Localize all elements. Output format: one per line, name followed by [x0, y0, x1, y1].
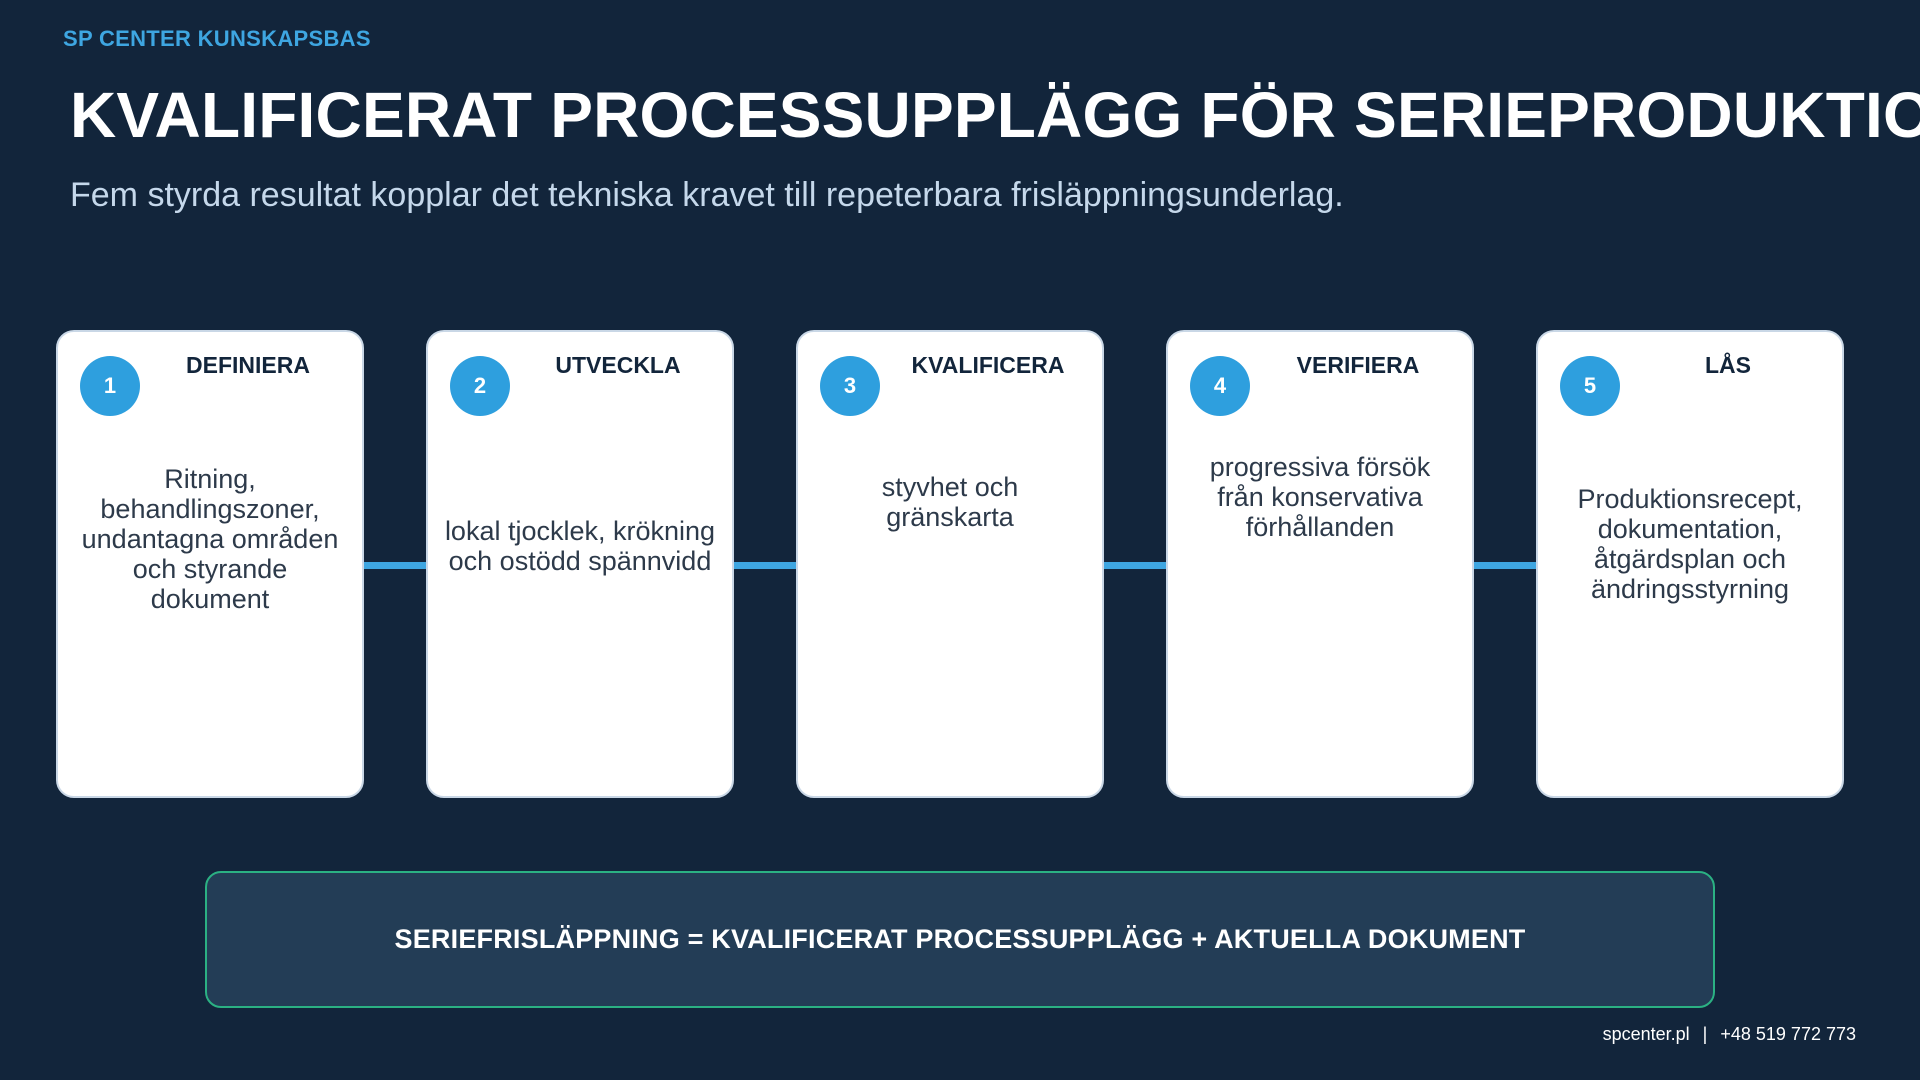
- step-title: KVALIFICERA: [911, 352, 1065, 378]
- step-description: Ritning, behandlingszoner, undantagna om…: [68, 464, 352, 614]
- contact-info: spcenter.pl | +48 519 772 773: [1603, 1024, 1856, 1045]
- step-description-line: styvhet och: [881, 472, 1019, 502]
- step-description-line: undantagna områden: [81, 524, 339, 554]
- step-title: LÅS: [1705, 352, 1751, 378]
- step-card-2: 2 UTVECKLA lokal tjocklek, krökning och …: [426, 330, 734, 798]
- step-card-5: 5 LÅS Produktionsrecept, dokumentation, …: [1536, 330, 1844, 798]
- step-description-line: och ostödd spännvidd: [448, 546, 712, 576]
- step-number-badge: 2: [450, 356, 510, 416]
- step-description-line: progressiva försök: [1209, 452, 1431, 482]
- step-description-line: dokumentation,: [1597, 514, 1783, 544]
- step-number-badge: 3: [820, 356, 880, 416]
- step-description-line: ändringsstyrning: [1590, 574, 1790, 604]
- step-description-line: dokument: [150, 584, 270, 614]
- step-description: progressiva försök från konservativa för…: [1178, 452, 1462, 542]
- step-card-4: 4 VERIFIERA progressiva försök från kons…: [1166, 330, 1474, 798]
- step-description-line: gränskarta: [886, 502, 1014, 532]
- step-description: lokal tjocklek, krökning och ostödd spän…: [438, 516, 722, 576]
- step-description-line: åtgärdsplan och: [1593, 544, 1787, 574]
- formula-banner: SERIEFRISLÄPPNING = KVALIFICERAT PROCESS…: [205, 871, 1715, 1008]
- step-description-line: förhållanden: [1245, 512, 1395, 542]
- step-card-3: 3 KVALIFICERA styvhet och gränskarta: [796, 330, 1104, 798]
- page-subtitle: Fem styrda resultat kopplar det tekniska…: [70, 176, 1344, 214]
- step-description-line: från konservativa: [1217, 482, 1423, 512]
- step-title: VERIFIERA: [1296, 352, 1420, 378]
- page-title: KVALIFICERAT PROCESSUPPLÄGG FÖR SERIEPRO…: [70, 79, 1920, 151]
- step-title: DEFINIERA: [186, 352, 310, 378]
- formula-text: SERIEFRISLÄPPNING = KVALIFICERAT PROCESS…: [394, 924, 1526, 954]
- step-description-line: Ritning,: [164, 464, 256, 494]
- step-description-line: lokal tjocklek, krökning: [444, 516, 716, 546]
- phone-text: +48 519 772 773: [1720, 1024, 1856, 1044]
- step-number-badge: 4: [1190, 356, 1250, 416]
- step-title: UTVECKLA: [555, 352, 681, 378]
- step-description-line: behandlingszoner,: [100, 494, 320, 524]
- brand-label: SP CENTER KUNSKAPSBAS: [63, 26, 371, 51]
- step-number-badge: 5: [1560, 356, 1620, 416]
- contact-separator: |: [1702, 1024, 1708, 1044]
- step-card-1: 1 DEFINIERA Ritning, behandlingszoner, u…: [56, 330, 364, 798]
- step-description-line: Produktionsrecept,: [1577, 484, 1803, 514]
- step-description: Produktionsrecept, dokumentation, åtgärd…: [1548, 484, 1832, 604]
- website-text: spcenter.pl: [1602, 1024, 1690, 1044]
- step-number-badge: 1: [80, 356, 140, 416]
- step-description-line: och styrande: [132, 554, 288, 584]
- step-description: styvhet och gränskarta: [808, 472, 1092, 532]
